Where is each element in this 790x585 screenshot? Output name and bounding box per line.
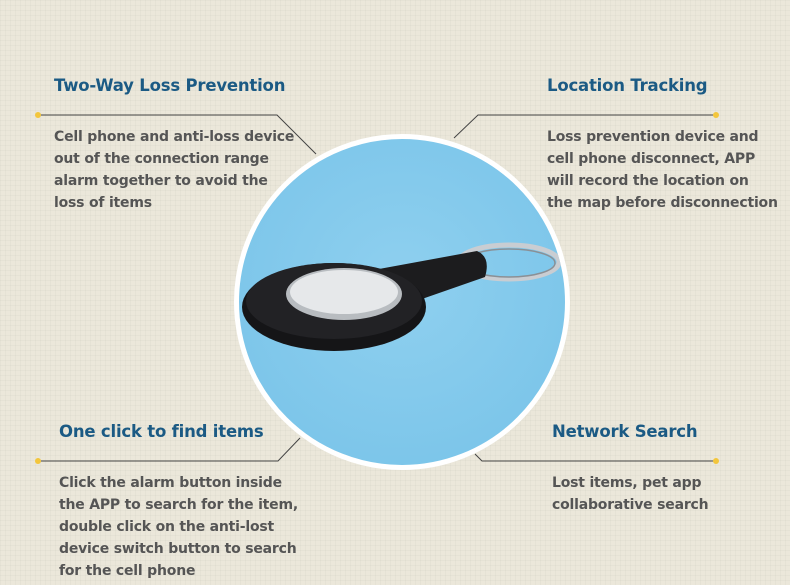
desc-line: loss of items	[54, 195, 152, 211]
desc-line: Lost items, pet app	[552, 475, 702, 491]
keychain-tracker-image	[242, 242, 562, 351]
product-photo	[234, 134, 570, 470]
desc-line: double click on the anti-lost	[59, 519, 275, 535]
desc-line: the APP to search for the item,	[59, 497, 298, 513]
feature-title-find-items: One click to find items	[59, 422, 264, 441]
desc-line: device switch button to search	[59, 541, 297, 557]
desc-line: collaborative search	[552, 497, 709, 513]
desc-line: out of the connection range	[54, 151, 269, 167]
dot-marker	[35, 112, 41, 118]
desc-line: alarm together to avoid the	[54, 173, 268, 189]
desc-line: for the cell phone	[59, 563, 196, 579]
dot-marker	[713, 458, 719, 464]
feature-title-loss-prevention: Two-Way Loss Prevention	[54, 76, 286, 95]
desc-line: Cell phone and anti-loss device	[54, 129, 295, 145]
dot-marker	[35, 458, 41, 464]
desc-line: Loss prevention device and	[547, 129, 759, 145]
feature-desc-find-items: Click the alarm button inside the APP to…	[59, 472, 298, 582]
desc-line: the map before disconnection	[547, 195, 778, 211]
dot-marker	[713, 112, 719, 118]
feature-title-network-search: Network Search	[552, 422, 698, 441]
feature-title-location-tracking: Location Tracking	[547, 76, 708, 95]
feature-desc-location-tracking: Loss prevention device and cell phone di…	[547, 126, 778, 214]
desc-line: cell phone disconnect, APP	[547, 151, 756, 167]
feature-desc-network-search: Lost items, pet app collaborative search	[552, 472, 709, 516]
desc-line: Click the alarm button inside	[59, 475, 282, 491]
desc-line: will record the location on	[547, 173, 749, 189]
feature-desc-loss-prevention: Cell phone and anti-loss device out of t…	[54, 126, 294, 214]
